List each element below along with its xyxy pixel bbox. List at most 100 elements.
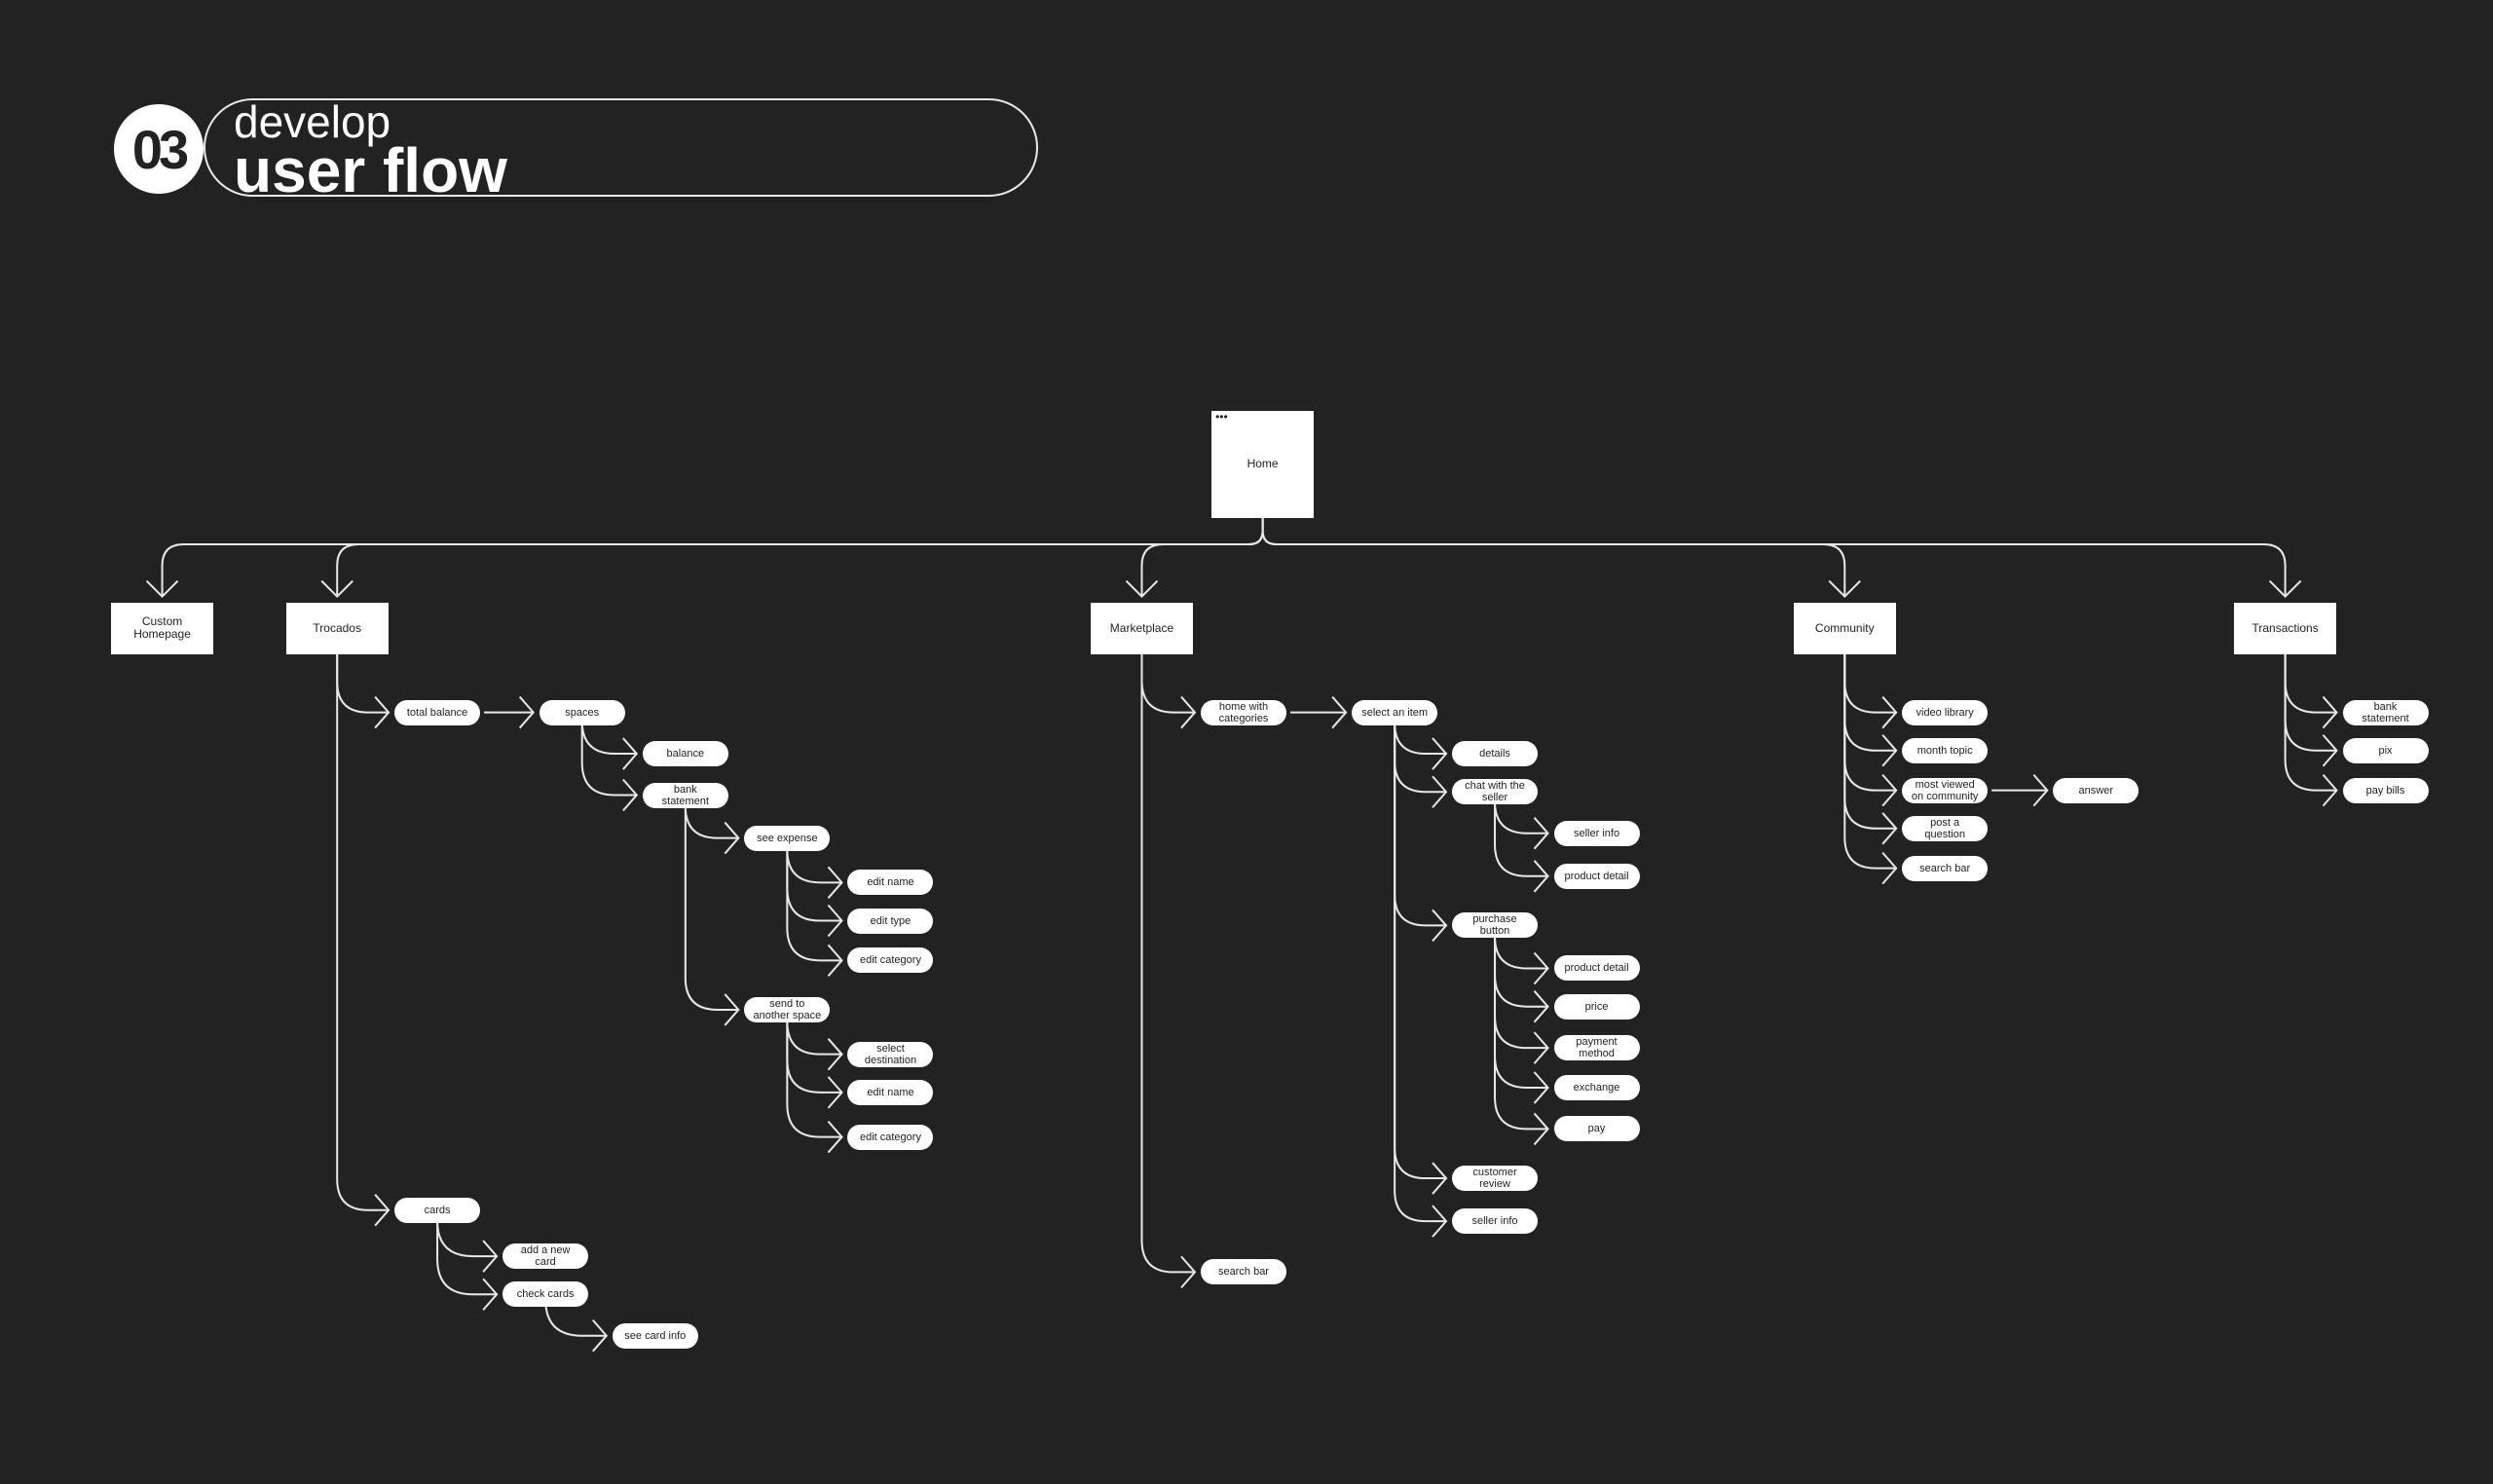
flow-step-t-expense[interactable]: see expense: [744, 825, 831, 851]
flow-step-m-p-product[interactable]: product detail: [1553, 955, 1640, 982]
node-label: most viewed on community: [1911, 778, 1979, 802]
flow-step-t-e-type[interactable]: edit type: [847, 908, 934, 934]
node-label: search bar: [1218, 1266, 1269, 1279]
arrow-right-icon: [622, 737, 639, 770]
arrow-right-icon: [2032, 773, 2049, 807]
screen-trocados[interactable]: Trocados: [285, 602, 389, 654]
arrow-right-icon: [1432, 1162, 1448, 1195]
connector: [1494, 936, 1548, 970]
flow-step-t-bank[interactable]: bank statement: [642, 782, 728, 808]
node-label: add a new card: [520, 1244, 571, 1269]
flow-step-m-p-payment[interactable]: payment method: [1553, 1035, 1640, 1061]
node-label: price: [1584, 1000, 1609, 1013]
arrow-right-icon: [622, 778, 639, 812]
arrow-right-icon: [1331, 695, 1348, 729]
flow-step-m-p-price[interactable]: price: [1553, 993, 1640, 1020]
flow-step-t-spaces[interactable]: spaces: [539, 699, 625, 725]
arrow-right-icon: [1533, 1031, 1549, 1064]
arrow-right-icon: [1533, 951, 1549, 985]
flow-step-t-s-name[interactable]: edit name: [847, 1079, 934, 1105]
node-label: select destination: [864, 1042, 917, 1066]
arrow-right-icon: [827, 1076, 843, 1109]
node-label: cards: [424, 1204, 451, 1216]
flow-step-c-video[interactable]: video library: [1902, 699, 1989, 725]
connector: [684, 807, 739, 1011]
node-label: send to another space: [753, 997, 822, 1021]
flow-step-m-chat[interactable]: chat with the seller: [1452, 779, 1539, 805]
flow-step-m-search[interactable]: search bar: [1201, 1259, 1286, 1285]
arrow-right-icon: [1432, 909, 1448, 943]
flow-step-m-home[interactable]: home with categories: [1201, 699, 1286, 725]
screen-transactions[interactable]: Transactions: [2234, 602, 2337, 654]
flow-step-t-check[interactable]: check cards: [502, 1281, 589, 1308]
screen-community[interactable]: Community: [1793, 602, 1896, 654]
arrow-right-icon: [827, 866, 843, 899]
arrow-right-icon: [1432, 737, 1448, 770]
flow-step-c-post[interactable]: post a question: [1902, 815, 1989, 841]
node-label: search bar: [1919, 862, 1971, 874]
node-label: spaces: [565, 706, 600, 719]
flow-step-t-e-name[interactable]: edit name: [847, 870, 934, 896]
arrow-down-icon: [1125, 579, 1159, 598]
connector: [1261, 517, 2287, 597]
flow-step-t-cards[interactable]: cards: [394, 1197, 481, 1223]
node-label: Home: [1246, 457, 1279, 471]
flow-step-m-select[interactable]: select an item: [1352, 699, 1438, 725]
flow-step-m-details[interactable]: details: [1452, 741, 1539, 767]
flow-step-t-balance[interactable]: balance: [642, 741, 728, 767]
connector: [1494, 938, 1548, 1131]
screen-home[interactable]: •••Home: [1211, 410, 1315, 518]
flow-step-t-total[interactable]: total balance: [394, 699, 481, 725]
connector: [1843, 653, 1897, 870]
arrow-right-icon: [827, 1120, 843, 1154]
flow-step-m-p-exchange[interactable]: exchange: [1553, 1074, 1640, 1100]
node-label: chat with the seller: [1465, 780, 1525, 804]
flow-step-t-add[interactable]: add a new card: [502, 1243, 589, 1270]
flow-step-c-answer[interactable]: answer: [2053, 777, 2140, 803]
node-label: pix: [2378, 744, 2393, 757]
flow-step-x-bank[interactable]: bank statement: [2342, 699, 2429, 725]
arrow-right-icon: [1881, 695, 1898, 729]
connector: [684, 805, 739, 839]
node-label: edit name: [867, 876, 914, 889]
node-label: pay: [1587, 1123, 1606, 1135]
node-label: details: [1479, 748, 1510, 761]
connector: [1140, 517, 1264, 597]
node-label: seller info: [1573, 827, 1620, 839]
arrow-down-icon: [1828, 579, 1861, 598]
connector: [336, 653, 390, 1211]
node-label: Custom Homepage: [133, 614, 191, 642]
flow-step-t-s-dest[interactable]: select destination: [847, 1041, 934, 1067]
flow-step-m-p-pay[interactable]: pay: [1553, 1116, 1640, 1142]
arrow-right-icon: [1180, 1255, 1197, 1289]
flow-step-x-pix[interactable]: pix: [2342, 737, 2429, 763]
node-label: exchange: [1573, 1081, 1620, 1094]
flow-step-m-seller[interactable]: seller info: [1452, 1208, 1539, 1235]
flow-step-m-purchase[interactable]: purchase button: [1452, 912, 1539, 939]
connector: [436, 1220, 498, 1258]
flow-step-t-e-cat[interactable]: edit category: [847, 947, 934, 974]
flow-step-t-s-cat[interactable]: edit category: [847, 1124, 934, 1150]
node-label: bank statement: [661, 783, 709, 807]
flow-step-c-most[interactable]: most viewed on community: [1902, 777, 1989, 803]
flow-step-m-review[interactable]: customer review: [1452, 1166, 1539, 1192]
node-label: video library: [1916, 706, 1974, 719]
flow-step-c-month[interactable]: month topic: [1902, 737, 1989, 763]
screen-custom[interactable]: Custom Homepage: [111, 602, 214, 654]
flow-step-t-send[interactable]: send to another space: [744, 996, 831, 1022]
node-label: balance: [666, 748, 705, 761]
node-label: edit name: [867, 1086, 914, 1098]
flow-step-m-c-seller[interactable]: seller info: [1553, 820, 1640, 846]
node-label: Trocados: [313, 620, 361, 635]
flow-step-x-bills[interactable]: pay bills: [2342, 777, 2429, 803]
flow-step-m-c-product[interactable]: product detail: [1553, 863, 1640, 889]
flow-step-c-search[interactable]: search bar: [1902, 855, 1989, 881]
node-label: edit category: [859, 954, 921, 967]
connector: [1494, 804, 1548, 877]
screen-marketplace[interactable]: Marketplace: [1090, 602, 1193, 654]
flow-step-t-info[interactable]: see card info: [612, 1322, 698, 1349]
connector: [1394, 723, 1447, 756]
node-label: check cards: [516, 1288, 575, 1301]
arrow-right-icon: [1881, 851, 1898, 885]
